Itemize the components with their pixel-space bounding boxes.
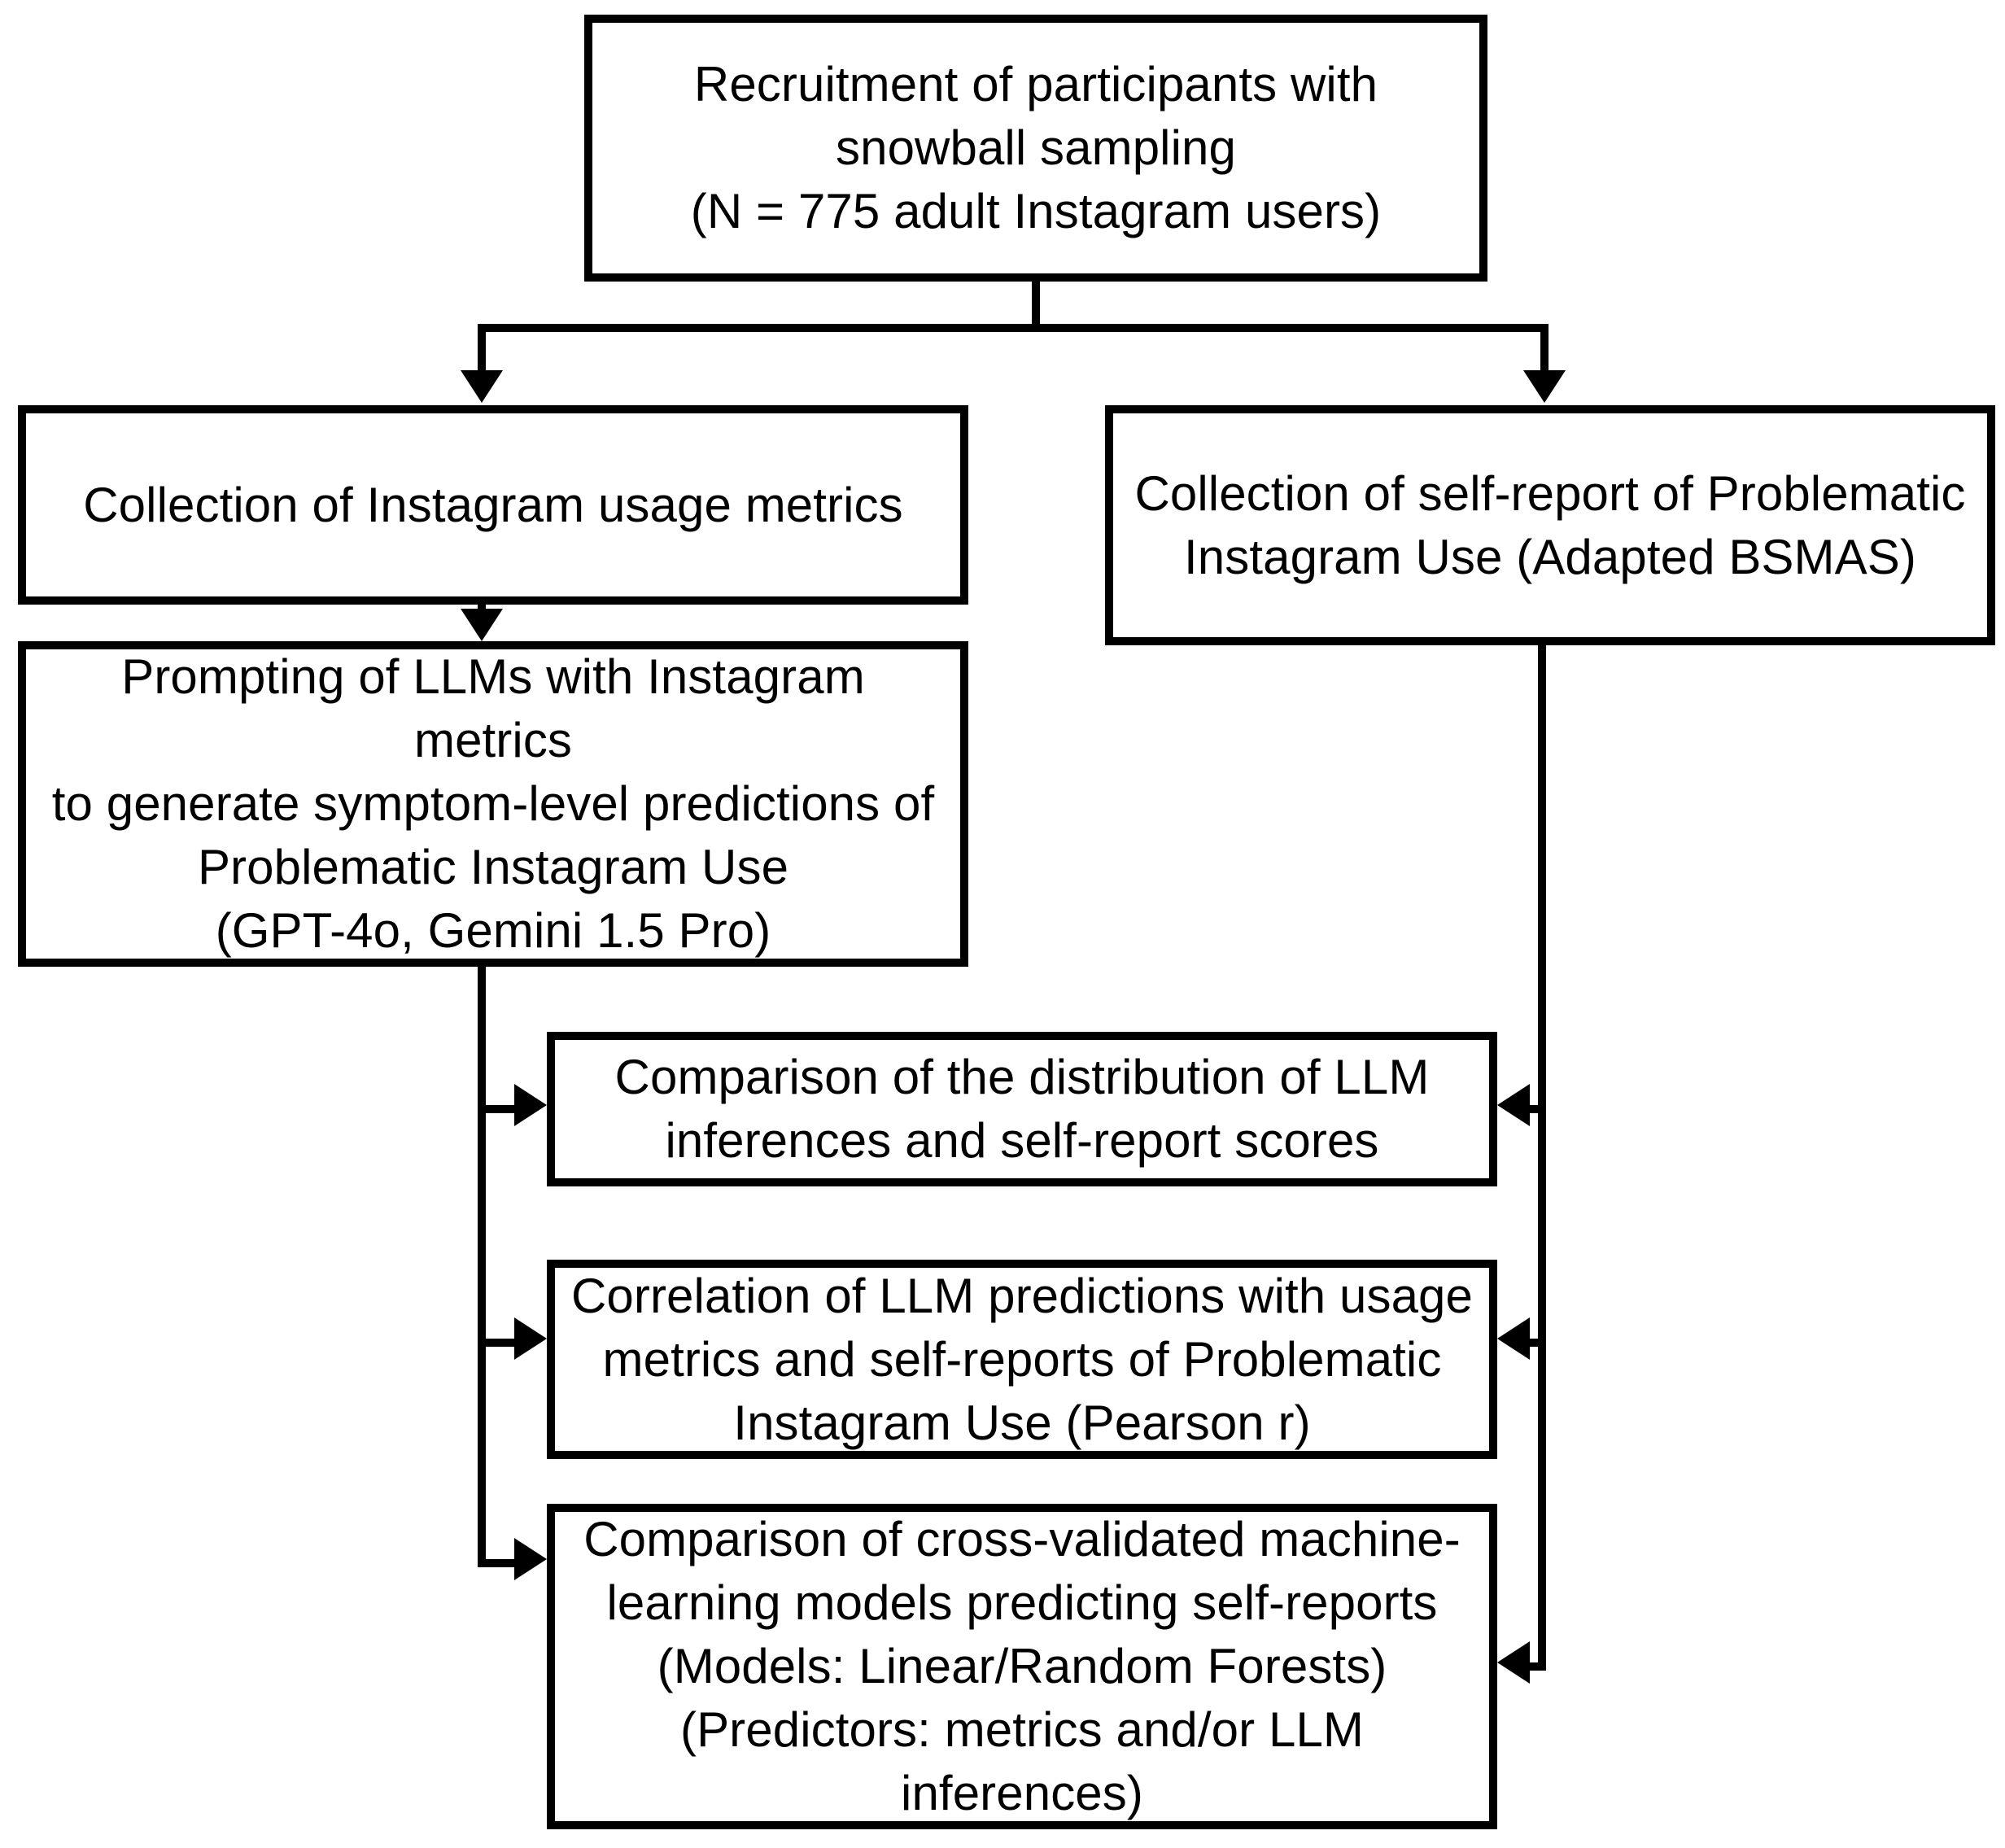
arrowhead-prompting-llms-in [461,609,503,641]
connector-recruitment-split-bar [478,324,1549,332]
connector-self-report-to-correlation [1528,1339,1546,1347]
arrowhead-distribution-right-in [1497,1084,1530,1126]
connector-prompting-to-correlation [478,1339,520,1347]
arrowhead-correlation-right-in [1497,1317,1530,1360]
node-self-report: Collection of self-report of Problematic… [1105,405,1995,645]
connector-recruitment-to-usage-metrics [478,324,486,374]
arrowhead-usage-metrics-in [461,370,503,403]
connector-prompting-to-ml-models [478,1559,520,1567]
arrowhead-correlation-left-in [514,1317,547,1360]
connector-self-report-right-rail [1538,645,1546,1671]
connector-recruitment-to-self-report [1540,324,1549,374]
connector-prompting-left-rail [478,967,486,1567]
node-correlation-analysis: Correlation of LLM predictions with usag… [547,1260,1497,1459]
node-usage-metrics-label: Collection of Instagram usage metrics [83,477,903,532]
node-distribution-comparison-label: Comparison of the distribution of LLM in… [614,1050,1430,1168]
arrowhead-self-report-in [1523,370,1566,403]
arrowhead-ml-models-left-in [514,1538,547,1580]
node-usage-metrics: Collection of Instagram usage metrics [18,405,968,605]
connector-self-report-to-ml-models [1528,1662,1546,1671]
node-ml-model-comparison: Comparison of cross-validated machine- l… [547,1504,1497,1829]
connector-self-report-to-distribution [1528,1105,1546,1113]
connector-recruitment-stem [1032,282,1040,332]
node-distribution-comparison: Comparison of the distribution of LLM in… [547,1032,1497,1186]
node-prompting-llms-label: Prompting of LLMs with Instagram metrics… [51,649,935,958]
arrowhead-ml-models-right-in [1497,1641,1530,1684]
node-ml-model-comparison-label: Comparison of cross-validated machine- l… [583,1512,1461,1820]
node-prompting-llms: Prompting of LLMs with Instagram metrics… [18,641,968,967]
node-self-report-label: Collection of self-report of Problematic… [1134,465,1966,584]
connector-prompting-to-distribution [478,1105,520,1113]
arrowhead-distribution-left-in [514,1084,547,1126]
node-correlation-analysis-label: Correlation of LLM predictions with usag… [570,1268,1473,1450]
node-recruitment: Recruitment of participants with snowbal… [584,15,1487,282]
node-recruitment-label: Recruitment of participants with snowbal… [690,57,1382,238]
